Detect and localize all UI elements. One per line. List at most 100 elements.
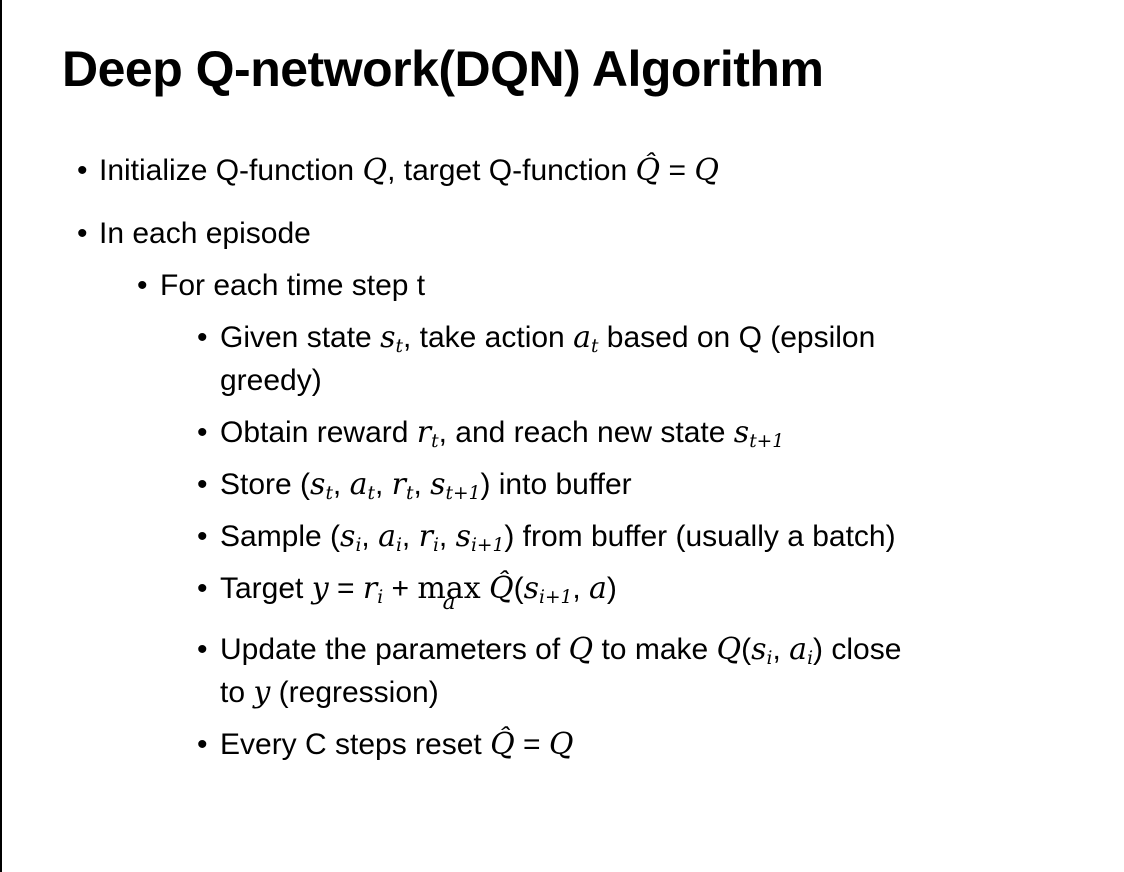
text-run: , take action	[402, 321, 574, 354]
math-base: r	[362, 571, 378, 606]
text-run: In each episode	[99, 217, 311, 250]
text-run: ,	[374, 468, 392, 501]
math-base: s	[340, 519, 356, 554]
math-base: s	[310, 467, 326, 502]
bullet-text: Given state st, take action at based on …	[220, 316, 875, 402]
text-run: (regression)	[270, 676, 439, 709]
bullet-marker: •	[197, 416, 208, 449]
math-base: a	[378, 519, 396, 554]
math-var: Q	[568, 632, 594, 667]
bullet-item: • Given state st, take action at based on…	[2, 316, 1124, 402]
text-run: ,	[572, 572, 590, 605]
bullet-text: Obtain reward rt, and reach new state st…	[220, 411, 784, 454]
text-run: Sample (	[220, 520, 341, 553]
math-var-subscripted: st+1	[430, 467, 481, 505]
math-var: Q	[548, 727, 574, 762]
text-run: Every C steps reset	[220, 728, 491, 761]
text-run: (	[513, 572, 524, 605]
math-subscript: t+1	[445, 483, 481, 505]
text-run: )	[606, 572, 617, 605]
math-var: Q	[362, 153, 388, 188]
math-base: s	[455, 519, 471, 554]
math-base: s	[523, 571, 539, 606]
text-run: Obtain reward	[220, 416, 417, 449]
bullet-text: Store (st, at, rt, st+1) into buffer	[220, 463, 632, 506]
text-run: ) close	[813, 633, 902, 666]
text-run: , and reach new state	[438, 416, 734, 449]
text-run: ,	[401, 520, 419, 553]
math-var: y	[311, 571, 329, 606]
text-run: ,	[361, 520, 379, 553]
math-var-subscripted: ri	[362, 571, 384, 609]
text-run: =	[514, 728, 549, 761]
bullet-marker: •	[77, 154, 88, 187]
math-var-subscripted: ri	[418, 519, 439, 557]
text-run: Update the parameters of	[220, 633, 569, 666]
math-subscript: i	[432, 535, 439, 557]
math-subscript: i+1	[470, 535, 505, 557]
text-run: (	[741, 633, 752, 666]
bullet-item: •For each time step t	[2, 264, 1124, 307]
math-subscript: t	[590, 336, 599, 358]
math-var-subscripted: si+1	[523, 571, 573, 607]
bullet-item: •Store (st, at, rt, st+1) into buffer	[2, 463, 1124, 506]
text-run	[481, 572, 489, 605]
math-var: Q̂	[488, 571, 514, 606]
bullet-item: •In each episode	[2, 212, 1124, 255]
math-var-subscripted: st	[310, 467, 333, 505]
math-var: Q	[716, 632, 742, 667]
text-run: For each time step t	[160, 269, 426, 302]
operator-name: max	[417, 571, 481, 606]
math-subscript: t	[395, 336, 403, 358]
bullet-marker: •	[197, 520, 208, 553]
math-subscript: t	[325, 483, 333, 505]
math-var: y	[253, 675, 271, 710]
math-subscript: i	[355, 535, 362, 557]
math-var-subscripted: rt	[416, 415, 439, 453]
bullet-text: In each episode	[99, 212, 311, 255]
text-run: to make	[593, 633, 717, 666]
math-var-subscripted: rt	[391, 467, 414, 505]
math-var-subscripted: si	[340, 519, 362, 557]
bullet-marker: •	[197, 572, 208, 605]
bullet-item: •Every C steps reset Q̂ = Q	[2, 723, 1124, 766]
math-base: s	[733, 415, 750, 450]
math-subscript: i	[766, 648, 773, 670]
operator-under-var: a	[442, 589, 456, 615]
math-base: a	[349, 467, 368, 502]
math-base: s	[751, 632, 767, 667]
text-run: Given state	[220, 321, 381, 354]
text-run: based on Q (epsilon	[598, 321, 876, 354]
math-var-subscripted: si+1	[455, 519, 505, 557]
math-subscript: t+1	[749, 431, 785, 453]
slide-title: Deep Q-network(DQN) Algorithm	[62, 41, 824, 97]
math-var-subscripted: si	[751, 632, 773, 670]
text-run: ,	[772, 633, 790, 666]
math-subscript: i	[377, 587, 384, 609]
math-var-subscripted: ai	[378, 519, 402, 557]
bullet-marker: •	[197, 633, 208, 666]
math-subscript: t	[431, 431, 439, 453]
bullet-text: Every C steps reset Q̂ = Q	[220, 723, 574, 766]
math-base: r	[416, 415, 432, 450]
text-run: ,	[332, 468, 350, 501]
math-base: s	[430, 467, 446, 502]
text-run: greedy)	[220, 364, 322, 397]
math-base: r	[391, 467, 406, 502]
bullet-item: •Initialize Q-function Q, target Q-funct…	[2, 149, 1124, 192]
math-var: Q	[694, 153, 719, 188]
math-var: Q̂	[635, 153, 661, 188]
bullet-marker: •	[197, 321, 208, 354]
math-subscript: t	[405, 483, 414, 505]
math-var-subscripted: at	[573, 320, 599, 358]
math-subscript: i	[395, 535, 402, 557]
math-var-subscripted: st	[380, 320, 403, 358]
text-run: , target Q-function	[387, 154, 636, 187]
math-base: r	[418, 519, 433, 554]
math-var: a	[589, 571, 607, 606]
text-run: ,	[413, 468, 431, 501]
